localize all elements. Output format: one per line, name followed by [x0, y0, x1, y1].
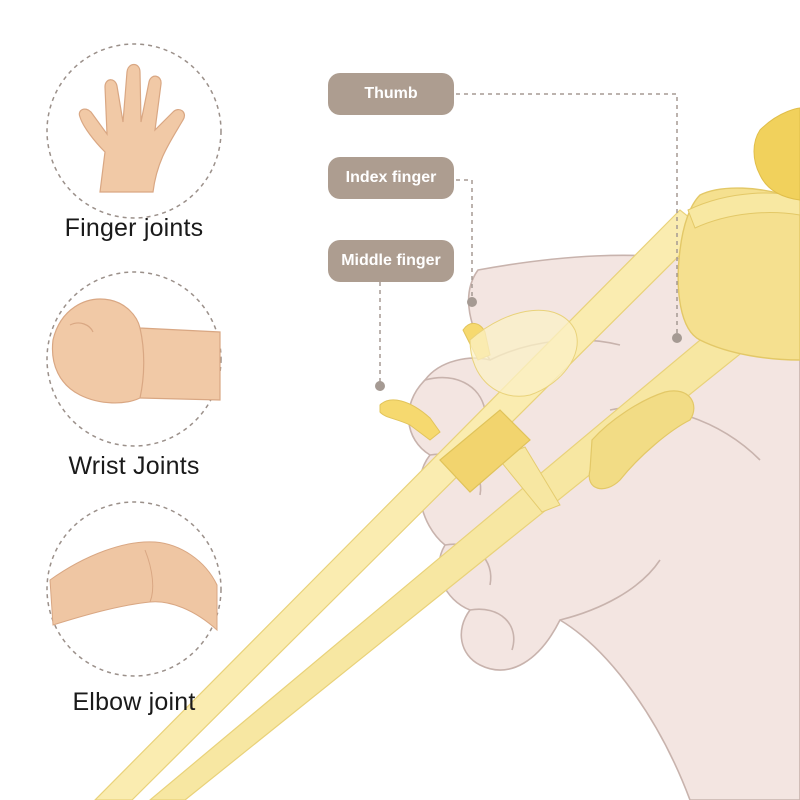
wrist-joints-label: Wrist Joints — [68, 452, 200, 480]
thumb-tag: Thumb — [328, 73, 454, 115]
finger-joint-circle — [45, 42, 223, 220]
finger-joints-label: Finger joints — [64, 214, 204, 242]
index-finger-tag: Index finger — [328, 157, 454, 199]
chopstick-hinge — [677, 107, 800, 361]
wrist-joint-circle — [45, 270, 223, 448]
elbow-joint-label: Elbow joint — [72, 688, 196, 716]
callout-connectors — [379, 93, 678, 384]
callout-dots — [375, 297, 682, 391]
elbow-joint-circle — [45, 500, 223, 678]
baby-elbow-icon — [49, 541, 218, 632]
baby-wrist-icon — [51, 298, 221, 404]
baby-hand-icon — [78, 63, 185, 193]
chopstick-lower — [149, 304, 771, 800]
middle-finger-tag: Middle finger — [328, 240, 454, 282]
